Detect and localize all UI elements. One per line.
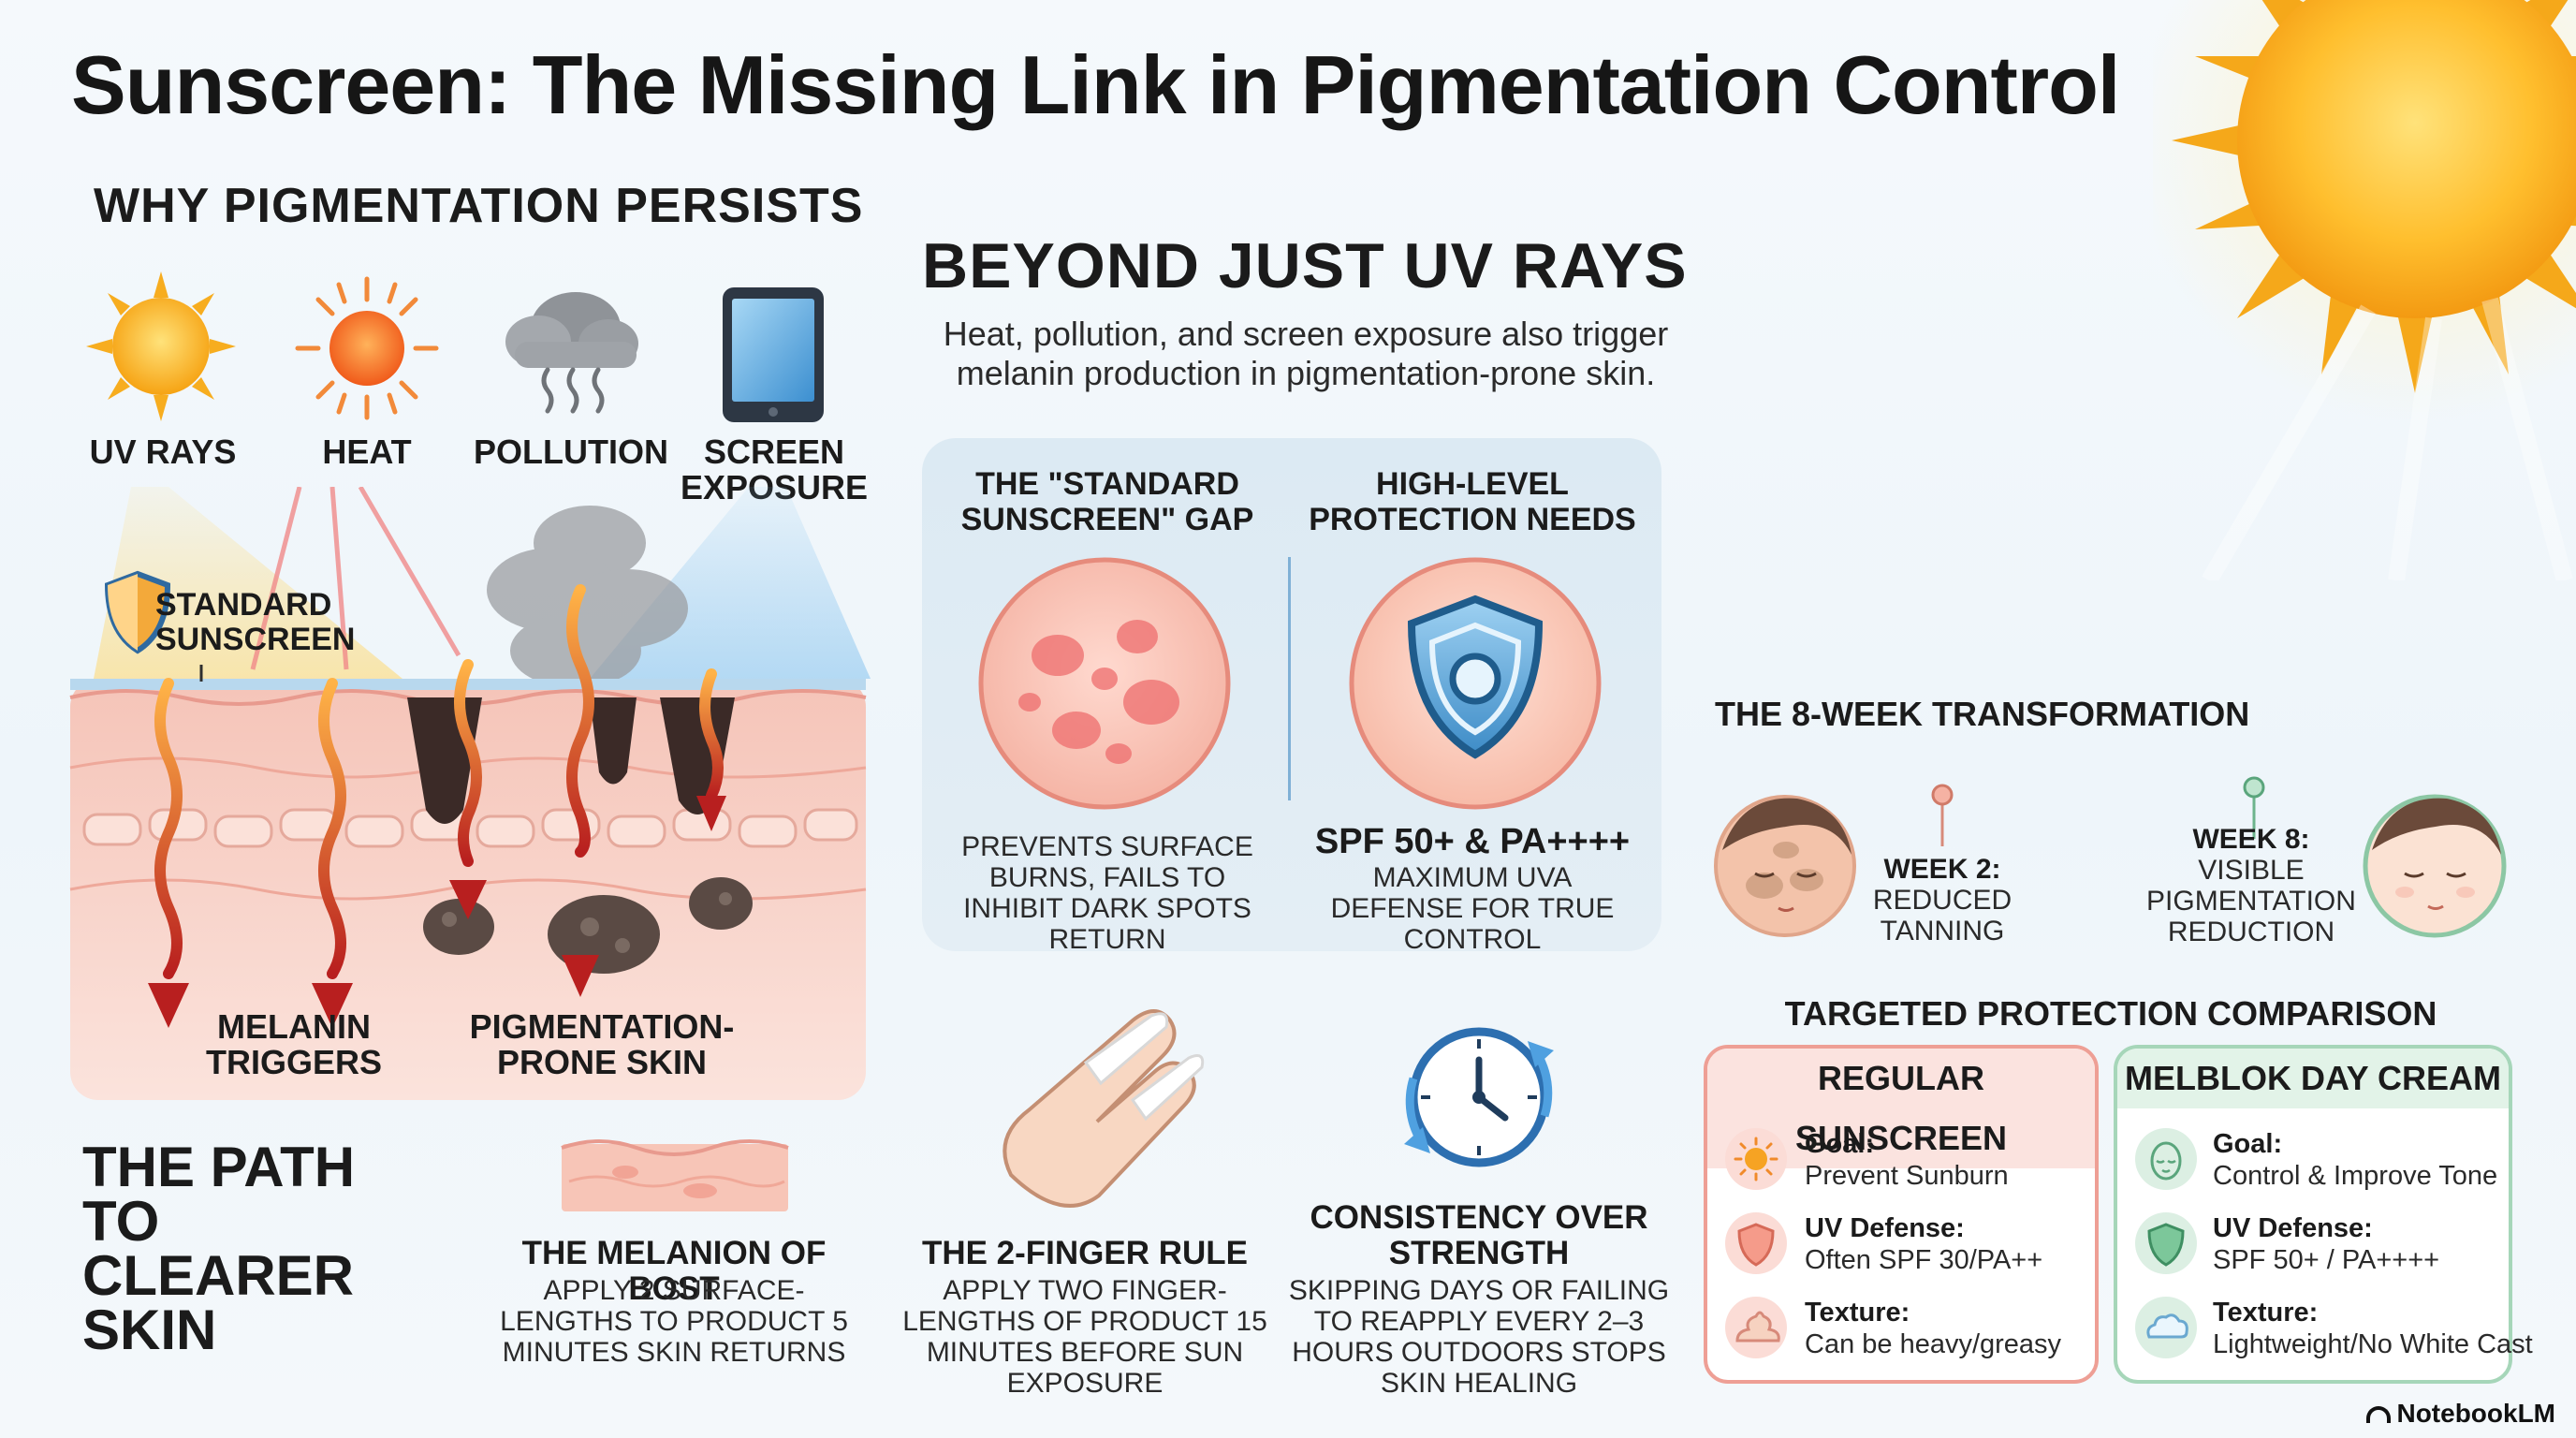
melblok-texture-label: Texture: bbox=[2213, 1298, 2319, 1328]
trigger-label-uv: UV RAYS bbox=[89, 433, 237, 471]
melblok-uv-label: UV Defense: bbox=[2213, 1213, 2373, 1243]
regular-goal-label: Goal: bbox=[1805, 1129, 1875, 1159]
protection-shield-icon bbox=[1349, 557, 1602, 810]
face-after-icon bbox=[2363, 794, 2507, 938]
clock-icon bbox=[1404, 1027, 1554, 1167]
tablet-icon bbox=[723, 287, 824, 422]
week8-pin bbox=[2243, 776, 2265, 839]
irritated-skin-icon bbox=[978, 557, 1231, 810]
week2-text: REDUCED TANNING bbox=[1872, 885, 2012, 946]
sun-icon bbox=[1725, 1128, 1787, 1190]
melblok-goal-value: Control & Improve Tone bbox=[2213, 1161, 2498, 1191]
regular-uv-value: Often SPF 30/PA++ bbox=[1805, 1245, 2043, 1275]
shield-icon bbox=[1725, 1212, 1787, 1274]
skin-layer-icon bbox=[561, 1139, 789, 1211]
regular-uv-label: UV Defense: bbox=[1805, 1213, 1965, 1243]
gap-title: THE "STANDARD SUNSCREEN" GAP bbox=[960, 466, 1254, 537]
comparison-heading: TARGETED PROTECTION COMPARISON bbox=[1784, 994, 2437, 1033]
melblok-texture-value: Lightweight/No White Cast bbox=[2213, 1329, 2533, 1359]
beyond-heading: BEYOND JUST UV RAYS bbox=[922, 230, 1688, 301]
melblok-uv-value: SPF 50+ / PA++++ bbox=[2213, 1245, 2440, 1275]
face-icon bbox=[2135, 1128, 2197, 1190]
regular-texture-label: Texture: bbox=[1805, 1298, 1910, 1328]
week8-text: VISIBLE PIGMENTATION REDUCTION bbox=[2146, 855, 2356, 947]
week2-pin bbox=[1931, 784, 1954, 846]
gap-text: PREVENTS SURFACE BURNS, FAILS TO INHIBIT… bbox=[961, 831, 1253, 955]
step-consistency-text: SKIPPING DAYS OR FAILING TO REAPPLY EVER… bbox=[1288, 1275, 1670, 1399]
needs-spf: SPF 50+ & PA++++ bbox=[1314, 822, 1631, 861]
melblok-goal-label: Goal: bbox=[2213, 1129, 2283, 1159]
cream-dollop-icon bbox=[1725, 1297, 1787, 1358]
pigmentation-prone-label: PIGMENTATION- PRONE SKIN bbox=[469, 1007, 735, 1081]
face-before-icon bbox=[1714, 795, 1856, 937]
shield-icon bbox=[2135, 1212, 2197, 1274]
step-two-finger-text: APPLY TWO FINGER-LENGTHS OF PRODUCT 15 M… bbox=[902, 1275, 1267, 1399]
step-consistency-title: CONSISTENCY OVER STRENGTH bbox=[1310, 1199, 1648, 1271]
heat-sun-icon bbox=[295, 276, 439, 420]
beyond-subtitle: Heat, pollution, and screen exposure als… bbox=[943, 315, 1669, 392]
step-two-finger-title: THE 2-FINGER RULE bbox=[921, 1235, 1249, 1271]
two-finger-icon bbox=[1003, 1009, 1205, 1208]
why-heading: WHY PIGMENTATION PERSISTS bbox=[94, 179, 864, 233]
step-melanion-title: THE MELANION OF BOST bbox=[521, 1235, 827, 1307]
page-title: Sunscreen: The Missing Link in Pigmentat… bbox=[71, 38, 2120, 131]
melblok-card-title: MELBLOK DAY CREAM bbox=[2117, 1049, 2509, 1108]
skin-cross-section bbox=[69, 487, 871, 1100]
transformation-heading: THE 8-WEEK TRANSFORMATION bbox=[1715, 695, 2250, 733]
brand-mark: NotebookLM bbox=[2366, 1399, 2555, 1429]
regular-card-title: REGULAR SUNSCREEN bbox=[1707, 1049, 2095, 1168]
needs-text: MAXIMUM UVA DEFENSE FOR TRUE CONTROL bbox=[1330, 862, 1615, 955]
cloud-icon bbox=[2135, 1297, 2197, 1358]
standard-sunscreen-label: STANDARD SUNSCREEN bbox=[155, 587, 356, 657]
trigger-label-pollution: POLLUTION bbox=[474, 433, 668, 471]
week2-title: WEEK 2: bbox=[1883, 854, 2001, 885]
notebook-logo-icon bbox=[2366, 1406, 2392, 1423]
melanin-triggers-label: MELANIN TRIGGERS bbox=[205, 1007, 382, 1081]
regular-goal-value: Prevent Sunburn bbox=[1805, 1161, 2009, 1191]
pollution-cloud-icon bbox=[505, 292, 638, 414]
path-heading: THE PATH TO CLEARER SKIN bbox=[82, 1136, 356, 1361]
panel-divider bbox=[1288, 557, 1291, 800]
big-sun-icon bbox=[2153, 0, 2576, 580]
regular-texture-value: Can be heavy/greasy bbox=[1805, 1329, 2062, 1359]
trigger-label-heat: HEAT bbox=[322, 433, 412, 471]
brand-name: NotebookLM bbox=[2396, 1399, 2555, 1428]
sun-icon bbox=[86, 271, 236, 421]
week8-title: WEEK 8: bbox=[2192, 824, 2310, 855]
needs-title: HIGH-LEVEL PROTECTION NEEDS bbox=[1309, 466, 1636, 537]
step-melanion-text: APPLY 2 SURFACE-LENGTHS TO PRODUCT 5 MIN… bbox=[500, 1275, 848, 1368]
